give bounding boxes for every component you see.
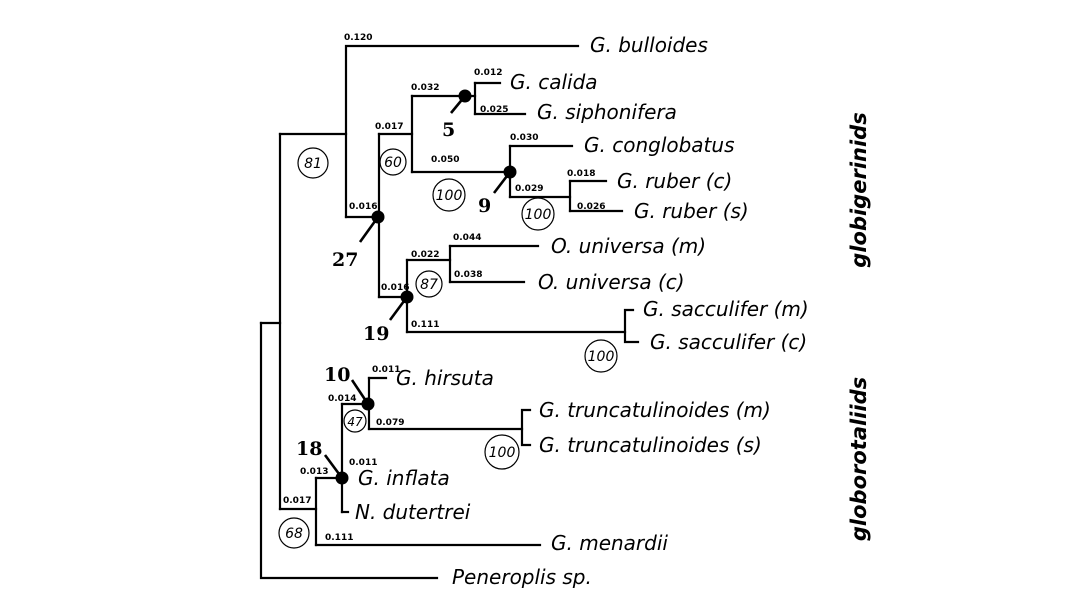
node-number-19: 19 bbox=[363, 323, 389, 345]
branch-length-siphonifera: 0.025 bbox=[480, 105, 508, 115]
taxon-g-hirsuta: G. hirsuta bbox=[396, 366, 494, 390]
taxon-peneroplis: Peneroplis sp. bbox=[452, 565, 592, 589]
branch-length-truncatulinoides: 0.079 bbox=[376, 418, 404, 428]
branch-length-conglobatus-clade: 0.050 bbox=[431, 155, 459, 165]
taxon-o-universa-m: O. universa (m) bbox=[551, 234, 706, 258]
svg-text:100: 100 bbox=[588, 349, 615, 365]
branch-length-globorotaliids: 0.017 bbox=[283, 496, 311, 506]
taxon-g-bulloides: G. bulloides bbox=[590, 33, 708, 57]
taxon-g-calida: G. calida bbox=[510, 70, 598, 94]
branch-length-ruber-clade: 0.029 bbox=[515, 184, 543, 194]
branch-length-ruber-c: 0.018 bbox=[567, 169, 595, 179]
taxon-g-inflata: G. inflata bbox=[358, 466, 450, 490]
branch-length-conglobatus: 0.030 bbox=[510, 133, 538, 143]
svg-text:81: 81 bbox=[304, 156, 322, 172]
branch-length-upper-globigerinids: 0.017 bbox=[375, 122, 403, 132]
taxon-o-universa-c: O. universa (c) bbox=[538, 270, 685, 294]
taxon-n-dutertrei: N. dutertrei bbox=[355, 500, 471, 524]
branch-length-universa-m: 0.044 bbox=[453, 233, 481, 243]
bootstrap-87: 87 bbox=[415, 270, 443, 298]
bootstrap-100-ruber: 100 bbox=[521, 197, 555, 231]
bootstrap-100-truncatulinoides: 100 bbox=[484, 434, 520, 470]
truncatulinoides-vertical bbox=[520, 408, 532, 447]
bulloides-branch bbox=[344, 44, 580, 219]
svg-text:68: 68 bbox=[285, 526, 303, 542]
node-numbers: 5 9 27 19 10 18 bbox=[296, 119, 491, 460]
node-10-pointer bbox=[350, 379, 370, 405]
bootstrap-47: 47 bbox=[343, 409, 367, 433]
node-9-pointer bbox=[492, 171, 512, 194]
bootstrap-100-conglobatus: 100 bbox=[432, 178, 466, 212]
taxon-labels: G. bulloides G. calida G. siphonifera G.… bbox=[355, 33, 809, 589]
branch-length-hirsuta: 0.011 bbox=[372, 365, 400, 375]
bootstrap-60: 60 bbox=[379, 148, 407, 176]
bootstrap-100-sacculifer: 100 bbox=[584, 339, 618, 373]
svg-text:100: 100 bbox=[525, 207, 552, 223]
node-number-9: 9 bbox=[478, 195, 491, 217]
branch-length-calida-clade: 0.032 bbox=[411, 83, 439, 93]
sacculifer-vertical bbox=[623, 308, 640, 344]
branch-length-node10: 0.014 bbox=[328, 394, 356, 404]
bootstrap-68: 68 bbox=[278, 517, 310, 549]
svg-text:60: 60 bbox=[384, 155, 402, 171]
branch-length-menardii: 0.111 bbox=[325, 533, 353, 543]
branch-length-universa-clade: 0.022 bbox=[411, 250, 439, 260]
svg-text:47: 47 bbox=[347, 415, 363, 429]
clade-label-globorotaliids: globorotaliids bbox=[847, 377, 871, 541]
node-5-pointer bbox=[449, 95, 467, 114]
branch-length-sacculifer: 0.111 bbox=[411, 320, 439, 330]
taxon-g-sacculifer-m: G. sacculifer (m) bbox=[643, 297, 809, 321]
taxon-g-ruber-c: G. ruber (c) bbox=[617, 169, 732, 193]
svg-text:100: 100 bbox=[436, 188, 463, 204]
branch-length-ruber-s: 0.026 bbox=[577, 202, 605, 212]
branch-length-labels: 0.120 0.012 0.025 0.032 0.030 0.018 0.02… bbox=[283, 33, 605, 543]
taxon-g-siphonifera: G. siphonifera bbox=[537, 100, 677, 124]
node-18-pointer bbox=[323, 454, 344, 479]
svg-text:100: 100 bbox=[489, 445, 516, 461]
node-27-pointer bbox=[358, 216, 380, 243]
branch-length-node27: 0.016 bbox=[349, 202, 377, 212]
taxon-g-conglobatus: G. conglobatus bbox=[584, 133, 735, 157]
branch-length-bulloides: 0.120 bbox=[344, 33, 372, 43]
bootstrap-81: 81 bbox=[297, 147, 329, 179]
branch-length-calida: 0.012 bbox=[474, 68, 502, 78]
taxon-g-menardii: G. menardii bbox=[551, 531, 668, 555]
node-19-pointer bbox=[388, 296, 409, 321]
node-pointers bbox=[323, 95, 512, 479]
branch-length-universa-c: 0.038 bbox=[454, 270, 482, 280]
node-number-18: 18 bbox=[296, 438, 322, 460]
branch-length-node19: 0.016 bbox=[381, 283, 409, 293]
clade-label-globigerinids: globigerinids bbox=[847, 112, 871, 267]
taxon-g-truncatulinoides-m: G. truncatulinoides (m) bbox=[539, 398, 771, 422]
clade-labels: globigerinids globorotaliids bbox=[847, 112, 871, 541]
bootstrap-values: 81 60 100 100 87 100 47 100 bbox=[278, 147, 618, 549]
taxon-g-sacculifer-c: G. sacculifer (c) bbox=[650, 330, 807, 354]
node-number-10: 10 bbox=[324, 364, 350, 386]
branch-length-inflata: 0.011 bbox=[349, 458, 377, 468]
svg-text:87: 87 bbox=[420, 277, 438, 293]
taxon-g-ruber-s: G. ruber (s) bbox=[634, 199, 749, 223]
branch-length-node18: 0.013 bbox=[300, 467, 328, 477]
node-number-5: 5 bbox=[442, 119, 455, 141]
root-branch bbox=[259, 321, 439, 580]
taxon-g-truncatulinoides-s: G. truncatulinoides (s) bbox=[539, 433, 762, 457]
node-number-27: 27 bbox=[332, 249, 358, 271]
